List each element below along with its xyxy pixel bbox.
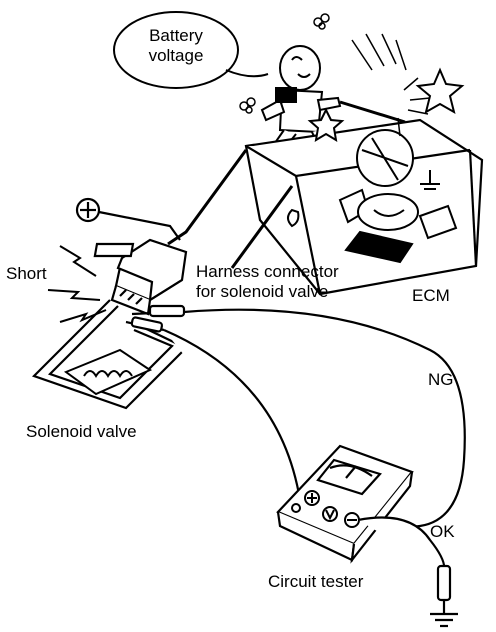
puff-icons (239, 13, 330, 114)
probe-wire (339, 100, 406, 124)
solenoid-valve-label: Solenoid valve (26, 422, 137, 441)
ok-label: OK (430, 522, 455, 541)
ground-lead (357, 516, 452, 614)
battery-plus-icon (75, 197, 101, 223)
star-icons (307, 67, 465, 142)
harness-label-line1: Harness connector (196, 262, 339, 281)
speech-bubble (113, 11, 269, 89)
battery-label-line2: voltage (148, 45, 204, 65)
impact-lines (351, 33, 431, 137)
harness-wires (167, 149, 294, 269)
ecm-ground-icon (420, 170, 440, 190)
ground-icon (430, 612, 458, 628)
short-label: Short (6, 264, 47, 283)
tester-terminals (291, 490, 360, 528)
battery-label-line1: Battery (149, 26, 203, 45)
circuit-tester-label: Circuit tester (268, 572, 364, 591)
battery-voltage-label: Battery voltage (136, 26, 216, 65)
circuit-tester-icon (276, 444, 414, 564)
harness-connector-icon (93, 238, 188, 316)
short-spark-icon (47, 245, 107, 323)
battery-wire (98, 210, 181, 241)
solenoid-coil-icon (63, 348, 153, 396)
harness-label-line2: for solenoid valve (196, 281, 329, 301)
solenoid-wires (31, 299, 188, 410)
ng-label: NG (428, 370, 454, 389)
ecm-face-icon (287, 129, 458, 264)
ecm-label: ECM (412, 286, 450, 305)
harness-connector-label: Harness connector for solenoid valve (196, 262, 339, 301)
